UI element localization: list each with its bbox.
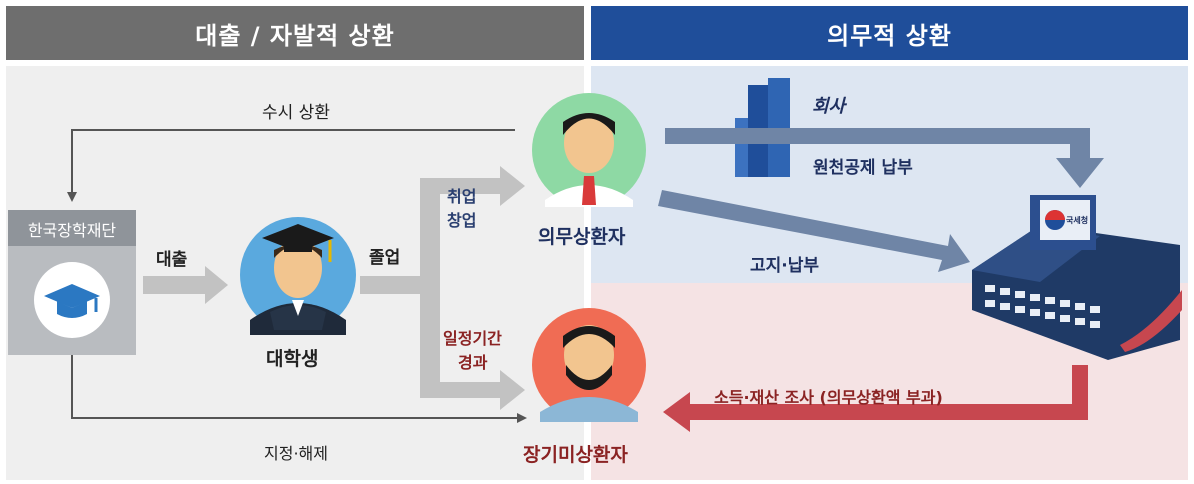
graduate-person-icon	[240, 217, 356, 335]
long-term-non-repayer-label: 장기미상환자	[523, 444, 628, 466]
anytime-repayment-label: 수시 상환	[262, 103, 330, 123]
notice-payment-label: 고지·납부	[750, 256, 820, 276]
withholding-arrow	[665, 128, 1104, 188]
graduation-arrow	[360, 166, 525, 410]
loan-arrow	[143, 266, 228, 304]
notice-payment-arrow	[658, 190, 970, 272]
period-elapsed-label-2: 경과	[458, 353, 488, 372]
company-label: 회사	[812, 96, 846, 117]
male-person-icon	[532, 93, 646, 207]
employment-label: 취업	[447, 187, 477, 206]
startup-label: 창업	[447, 211, 477, 230]
period-elapsed-label-1: 일정기간	[443, 329, 502, 348]
tax-office-sign-label: 국세청	[1066, 216, 1089, 225]
header-loan-voluntary: 대출 / 자발적 상환	[6, 6, 584, 60]
withholding-label: 원천공제 납부	[813, 158, 913, 178]
foundation-label: 한국장학재단	[27, 221, 117, 240]
header-left-label: 대출 / 자발적 상환	[195, 21, 395, 50]
tax-office-building-icon	[972, 195, 1182, 360]
building-icon	[735, 78, 790, 177]
graduation-cap-icon	[44, 284, 100, 318]
header-mandatory: 의무적 상환	[591, 6, 1188, 60]
designation-cancel-label: 지정·해제	[264, 444, 328, 463]
header-right-label: 의무적 상환	[827, 21, 952, 50]
foundation-box	[8, 210, 136, 355]
anytime-repayment-line	[67, 129, 515, 202]
income-asset-survey-arrow	[663, 365, 1088, 432]
student-label: 대학생	[266, 348, 319, 370]
designation-cancel-line	[71, 355, 527, 423]
obligated-repayer-label: 의무상환자	[538, 226, 626, 248]
bearded-person-icon	[532, 308, 646, 422]
income-asset-survey-label: 소득·재산 조사 (의무상환액 부과)	[714, 388, 943, 407]
graduation-label: 졸업	[369, 248, 401, 268]
loan-label: 대출	[156, 250, 188, 270]
